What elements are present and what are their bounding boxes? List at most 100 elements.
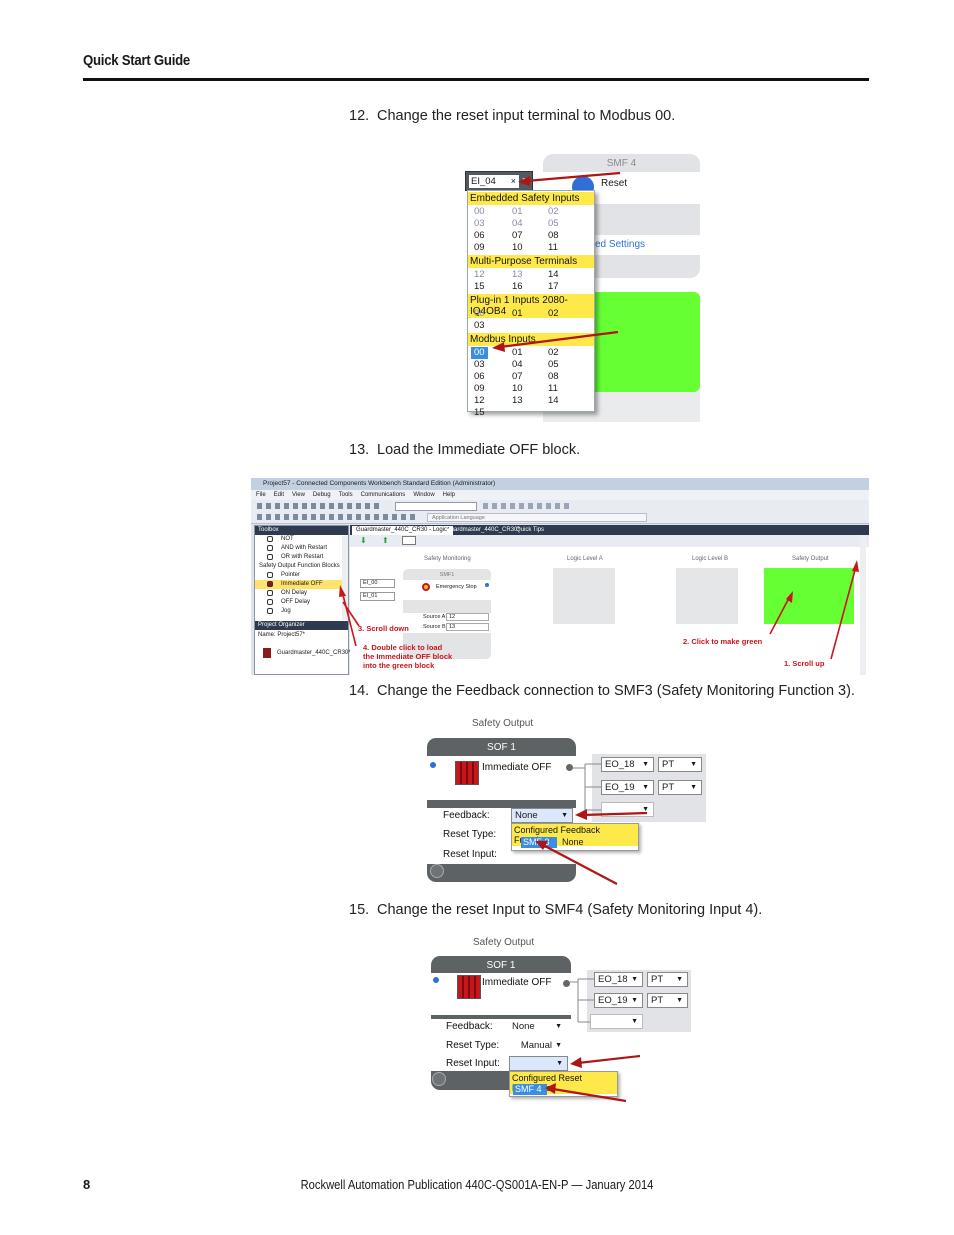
safety-output-green-block[interactable]: [764, 568, 854, 624]
terminal-option[interactable]: 06: [474, 230, 485, 241]
toolbar-icons[interactable]: [257, 503, 382, 509]
terminal-option[interactable]: 11: [548, 383, 558, 394]
terminal-option[interactable]: 13: [512, 395, 523, 406]
arrow-up-icon[interactable]: ⬆: [382, 536, 389, 545]
application-language-field[interactable]: Application Language: [427, 513, 647, 522]
source-b-select[interactable]: 13: [446, 623, 489, 631]
toolbox-item[interactable]: OR with Restart: [255, 553, 348, 562]
tab-quick-tips[interactable]: Quick Tips: [516, 527, 545, 533]
toolbox-item[interactable]: OFF Delay: [255, 598, 348, 607]
toolbox-scrollbar[interactable]: [342, 536, 348, 620]
terminal-option[interactable]: 10: [512, 242, 523, 253]
terminal-option[interactable]: 12: [474, 395, 485, 406]
output-select-2[interactable]: EO_19▼: [594, 993, 643, 1008]
tab-device[interactable]: Guardmaster_440C_CR30*: [446, 527, 520, 533]
terminal-option[interactable]: 09: [474, 383, 485, 394]
terminal-option[interactable]: 01: [512, 308, 523, 319]
dropdown-option[interactable]: None: [562, 837, 584, 847]
terminal-option[interactable]: 12: [474, 269, 485, 280]
terminal-option[interactable]: 05: [548, 359, 559, 370]
source-a-select[interactable]: 12: [446, 613, 489, 621]
terminal-option[interactable]: 08: [548, 371, 559, 382]
terminal-option[interactable]: 03: [474, 320, 485, 331]
terminal-option[interactable]: 15: [474, 281, 485, 292]
clear-icon[interactable]: ×: [510, 176, 516, 186]
terminal-option[interactable]: 14: [548, 395, 559, 406]
toolbox-item[interactable]: Safety Output Function Blocks: [255, 562, 348, 571]
toolbar-icons-row-2[interactable]: [257, 514, 417, 520]
menu-item[interactable]: Tools: [338, 492, 353, 498]
menu-item[interactable]: Debug: [312, 492, 331, 498]
toolbox-item[interactable]: AND with Restart: [255, 544, 348, 553]
terminal-option[interactable]: 07: [512, 230, 523, 241]
output-select-3[interactable]: ▼: [590, 1014, 643, 1029]
tab-logic[interactable]: Guardmaster_440C_CR30 - Logic*: [352, 526, 454, 535]
advanced-settings-link[interactable]: ed Settings: [595, 239, 646, 250]
terminal-option[interactable]: 02: [548, 308, 559, 319]
arrow-down-icon[interactable]: ⬇: [360, 536, 367, 545]
menu-item[interactable]: Edit: [273, 492, 285, 498]
terminal-option[interactable]: 00: [474, 206, 485, 217]
terminal-option[interactable]: 15: [474, 407, 485, 418]
logic-level-a-block[interactable]: [553, 568, 615, 624]
collapse-icon[interactable]: [432, 1072, 446, 1086]
terminal-option[interactable]: 02: [548, 347, 559, 358]
toolbox-item[interactable]: Jog: [255, 607, 348, 616]
collapse-icon[interactable]: [430, 864, 444, 878]
terminal-option[interactable]: 06: [474, 371, 485, 382]
terminal-option[interactable]: 04: [512, 359, 523, 370]
chevron-down-icon: ▼: [642, 761, 649, 768]
feedback-dropdown[interactable]: Configured Feedback Functions SMF 3 None: [511, 823, 639, 851]
terminal-option[interactable]: 03: [474, 359, 485, 370]
terminal-option[interactable]: 03: [474, 218, 485, 229]
menu-item[interactable]: Window: [413, 492, 435, 498]
grid-icon[interactable]: [402, 536, 416, 545]
chevron-down-icon: ▼: [555, 1023, 562, 1030]
logic-level-b-block[interactable]: [676, 568, 738, 624]
menu-item[interactable]: View: [292, 492, 305, 498]
menu-item[interactable]: File: [256, 492, 266, 498]
terminal-option[interactable]: 17: [548, 281, 559, 292]
terminal-option[interactable]: 05: [548, 218, 559, 229]
reset-type-select[interactable]: Manual▼: [508, 1038, 567, 1053]
reset-input-select[interactable]: ▼: [509, 1056, 568, 1071]
terminal-option[interactable]: 16: [512, 281, 523, 292]
output-type-select-1[interactable]: PT▼: [647, 972, 688, 987]
output-select-1[interactable]: EO_18▼: [594, 972, 643, 987]
terminal-option[interactable]: 04: [512, 218, 523, 229]
dropdown-option-selected[interactable]: SMF 4: [513, 1084, 547, 1095]
terminal-option[interactable]: 10: [512, 383, 523, 394]
feedback-select[interactable]: None▼: [508, 1019, 567, 1034]
feedback-select[interactable]: None▼: [511, 808, 573, 823]
terminal-option[interactable]: 00: [471, 347, 488, 359]
reset-input-dropdown[interactable]: Configured Reset Functions SMF 4: [509, 1071, 618, 1097]
input-ei00[interactable]: EI_00: [360, 579, 395, 588]
terminal-option[interactable]: 14: [548, 269, 559, 280]
output-select-1[interactable]: EO_18▼: [601, 757, 654, 772]
terminal-option[interactable]: 09: [474, 242, 485, 253]
output-type-select-2[interactable]: PT▼: [658, 780, 702, 795]
terminal-option[interactable]: 01: [512, 206, 523, 217]
menu-item[interactable]: Communications: [360, 492, 406, 498]
terminal-option[interactable]: 08: [548, 230, 559, 241]
output-type-select-1[interactable]: PT▼: [658, 757, 702, 772]
terminal-option[interactable]: 02: [548, 206, 559, 217]
menu-item[interactable]: Help: [442, 492, 455, 498]
terminal-option[interactable]: 01: [512, 347, 523, 358]
toolbox-item[interactable]: Pointer: [255, 571, 348, 580]
output-select-2[interactable]: EO_19▼: [601, 780, 654, 795]
terminal-option[interactable]: 00: [474, 308, 485, 319]
project-item[interactable]: Guardmaster_440C_CR30*: [277, 650, 351, 656]
toolbox-item[interactable]: NOT: [255, 535, 348, 544]
terminal-option[interactable]: 11: [548, 242, 558, 253]
input-ei01[interactable]: EI_01: [360, 592, 395, 601]
terminal-option[interactable]: 07: [512, 371, 523, 382]
toolbox-item[interactable]: Immediate OFF: [255, 580, 348, 589]
toolbar-combo[interactable]: [395, 502, 477, 511]
terminal-option[interactable]: 13: [512, 269, 523, 280]
toolbar-icons-row-3[interactable]: [483, 503, 573, 509]
toolbox-item[interactable]: ON Delay: [255, 589, 348, 598]
output-type-select-2[interactable]: PT▼: [647, 993, 688, 1008]
editor-scrollbar[interactable]: [860, 535, 866, 675]
